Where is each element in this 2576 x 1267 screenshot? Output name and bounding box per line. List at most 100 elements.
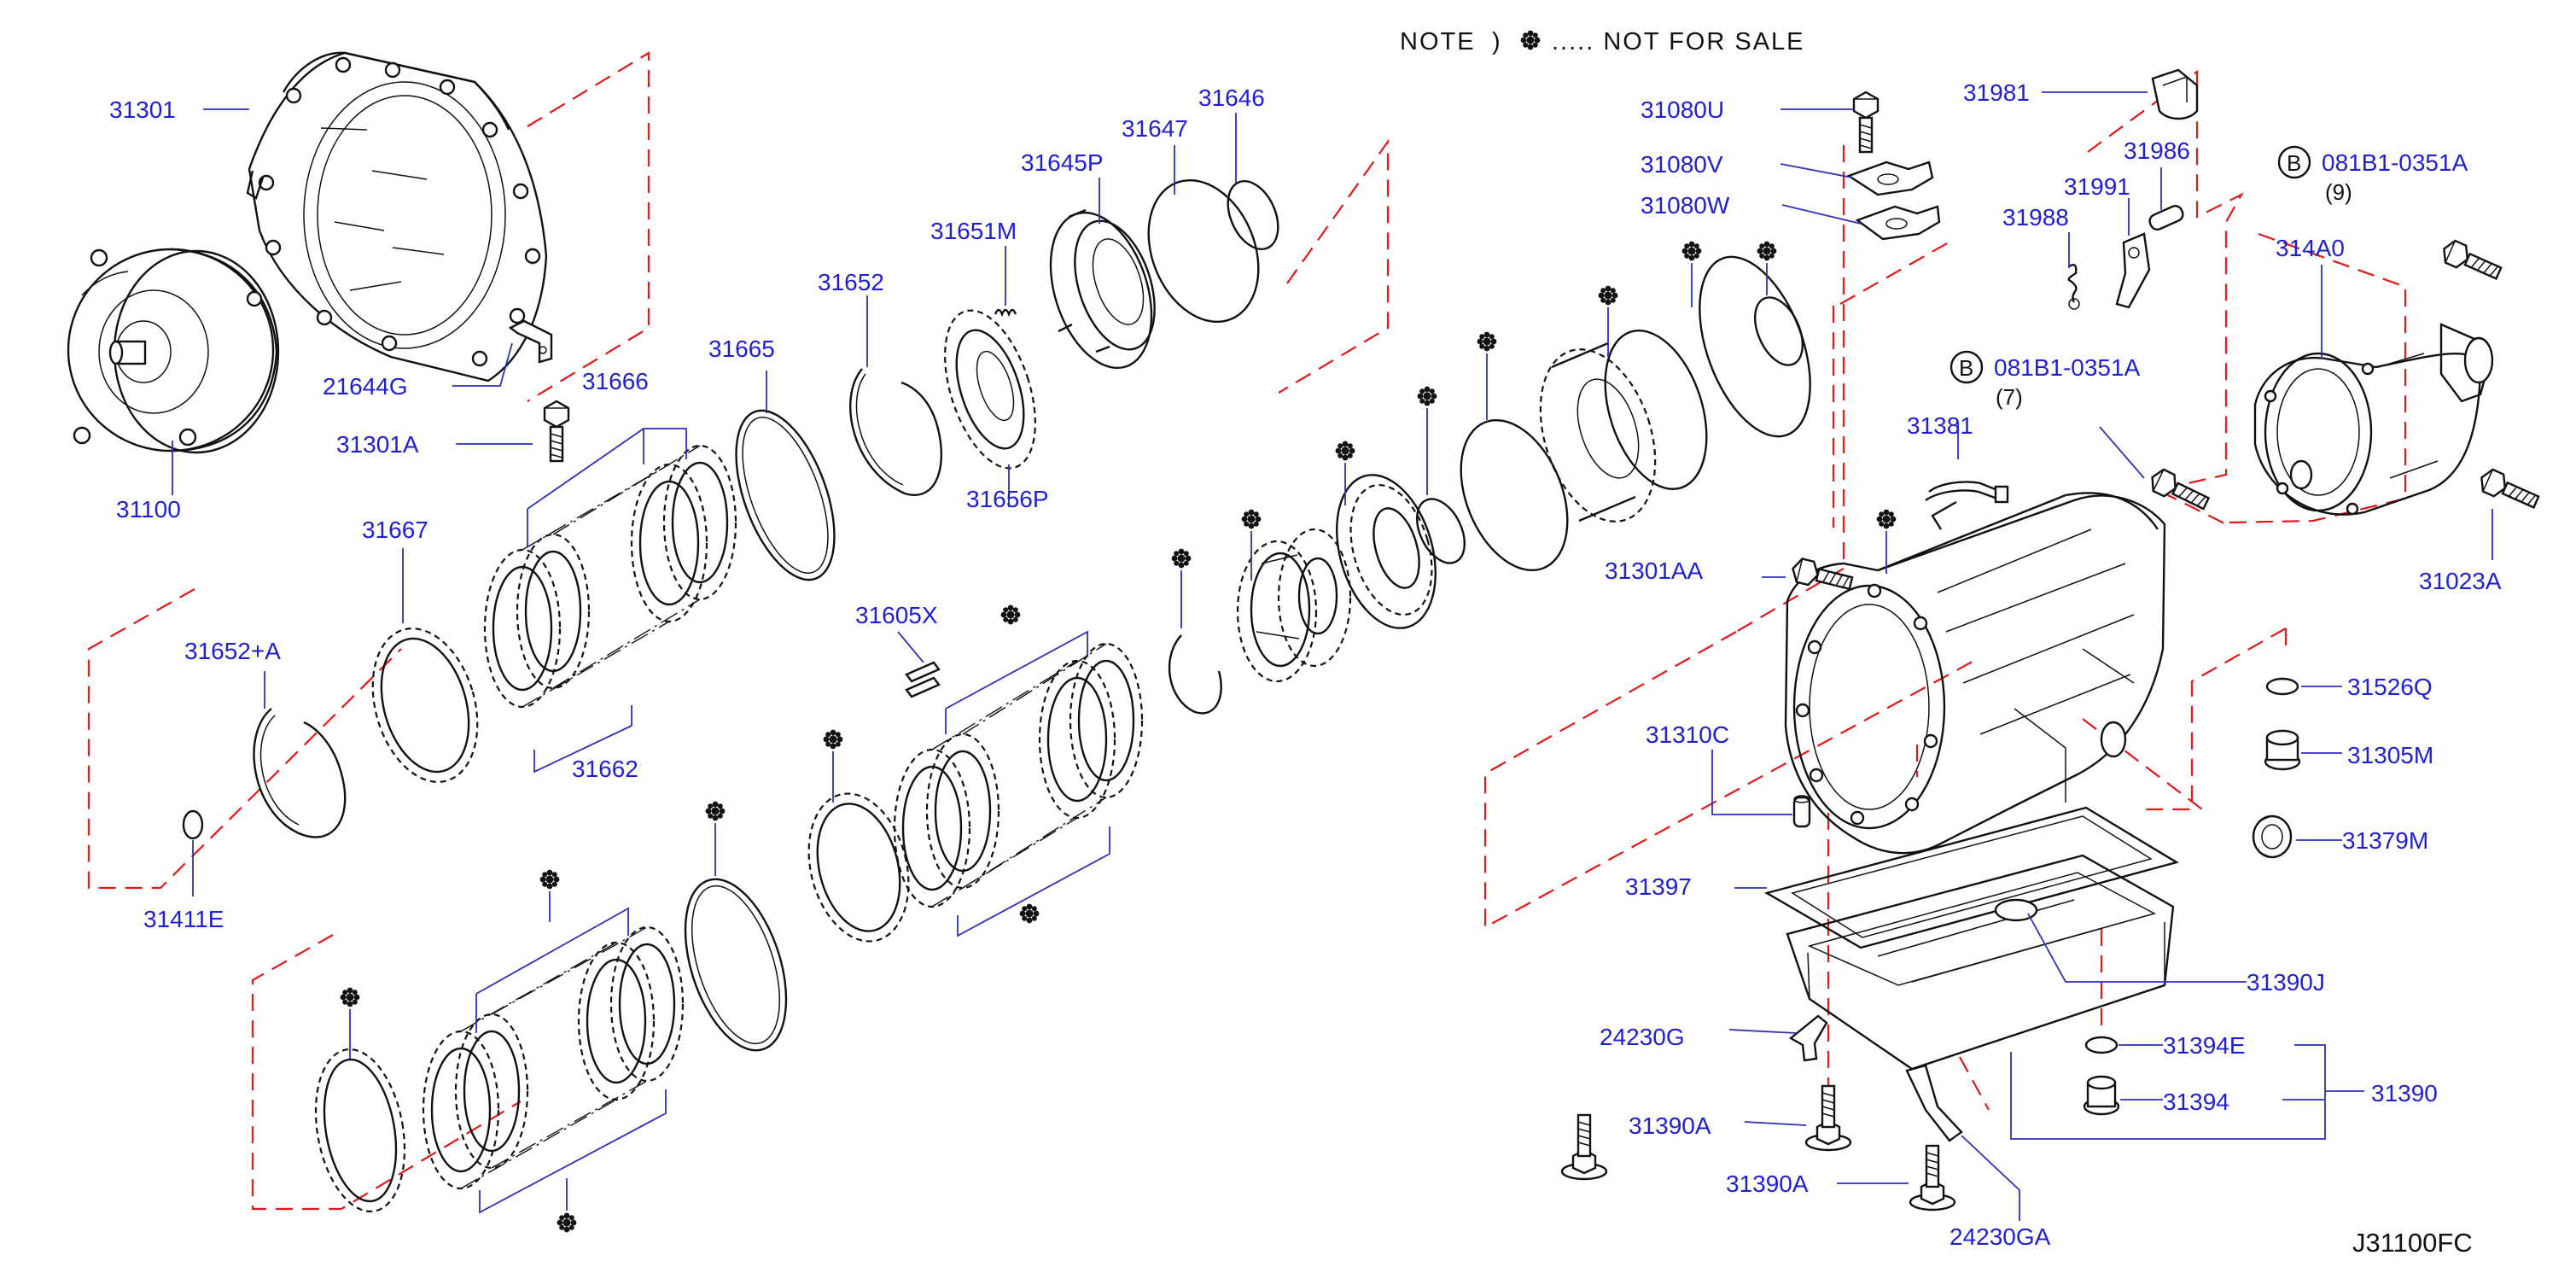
bracket-21644G xyxy=(508,319,553,364)
gasket-31394E xyxy=(2084,1036,2118,1054)
part-label-31394E: 31394E xyxy=(2163,1032,2246,1059)
clutch-pack-bottom xyxy=(422,925,685,1190)
nfs-star-icon xyxy=(1019,903,1040,924)
plate-middle-left xyxy=(807,792,910,943)
leader-bottom-bottom xyxy=(479,1089,667,1214)
nfs-star-icon xyxy=(823,729,843,750)
bolt-31301A-icon xyxy=(543,400,570,463)
part-label-31080U: 31080U xyxy=(1641,96,1724,123)
bolt-081B1-9-icon xyxy=(2438,236,2505,285)
part-label-31666: 31666 xyxy=(582,368,649,394)
drum-center xyxy=(1539,329,1708,523)
part-label-31645P: 31645P xyxy=(1021,149,1104,176)
gasket-31080W xyxy=(1855,205,1941,241)
nfs-star-icon xyxy=(1241,509,1262,529)
bolt-31390A-icon xyxy=(1804,1084,1852,1152)
seal-31379M xyxy=(2252,814,2293,859)
spring-31605X xyxy=(905,661,941,698)
nfs-star-icon xyxy=(539,869,560,890)
bolt-31080U-icon xyxy=(1852,90,1880,154)
nfs-star-icon xyxy=(1477,331,1497,352)
part-label-31652: 31652 xyxy=(818,269,884,295)
nfs-star-icon xyxy=(1876,509,1897,529)
o-ring-31526Q xyxy=(2265,677,2299,696)
extension-housing-314A0 xyxy=(2253,323,2494,516)
leader-31662 xyxy=(533,705,632,774)
part-label-31665: 31665 xyxy=(708,336,775,362)
bracket-24230G xyxy=(1788,1014,1828,1062)
bolt-31023A-icon xyxy=(2475,465,2543,514)
seal-ring-right-large xyxy=(1699,255,1811,438)
spring-31988 xyxy=(2067,264,2080,310)
nfs-star-icon xyxy=(1757,241,1777,261)
bolt-marker-9: B 081B1-0351A (9) xyxy=(2277,145,2468,205)
bolt-081B1-7-icon xyxy=(2146,465,2212,516)
note-prefix: NOTE xyxy=(1400,28,1476,55)
part-number-labels: 31301 31100 21644G 31301A 31666 31665 31… xyxy=(109,79,2502,1250)
part-label-31991: 31991 xyxy=(2064,173,2130,200)
part-label-31379M: 31379M xyxy=(2342,827,2428,854)
ball-31411E xyxy=(182,809,204,840)
part-label-31656P: 31656P xyxy=(966,486,1049,512)
nfs-star-icon xyxy=(1171,548,1192,569)
nfs-star-icon xyxy=(705,801,726,821)
part-label-31662: 31662 xyxy=(572,756,638,782)
leader-bottom-top xyxy=(475,907,629,1033)
part-label-31301AA: 31301AA xyxy=(1605,558,1704,584)
snap-ring-31652A xyxy=(253,708,347,838)
bolt-marker-part-number: 081B1-0351A xyxy=(2322,149,2468,176)
plug-31305M xyxy=(2264,729,2301,771)
nfs-star-icon xyxy=(1335,441,1355,461)
part-label-31390: 31390 xyxy=(2371,1080,2438,1106)
seal-ring-small-center xyxy=(1416,498,1466,564)
snap-ring-31665 xyxy=(735,409,836,581)
converter-housing-31301 xyxy=(246,51,548,382)
not-for-sale-note: NOTE ) ..... NOT FOR SALE xyxy=(1400,28,1804,55)
part-label-24230G: 24230G xyxy=(1600,1024,1685,1050)
part-label-31988: 31988 xyxy=(2002,204,2069,231)
diagram-code: J31100FC xyxy=(2352,1228,2473,1258)
bracket-24230GA xyxy=(1905,1064,1963,1142)
part-label-31310C: 31310C xyxy=(1646,721,1729,748)
seal-ring-large-center xyxy=(1460,418,1569,572)
piston-31645P xyxy=(1049,208,1156,370)
oil-pan-31390 xyxy=(1786,854,2175,1071)
bolt-marker-quantity: (7) xyxy=(1996,384,2023,410)
part-label-31526Q: 31526Q xyxy=(2347,674,2433,700)
bolt-marker-letter: B xyxy=(1959,355,1973,381)
leader-31666 xyxy=(527,428,687,546)
part-label-21644G: 21644G xyxy=(323,373,408,400)
breather-tube-31381 xyxy=(1925,481,2009,504)
bolt-marker-letter: B xyxy=(2287,150,2301,176)
part-label-31605X: 31605X xyxy=(855,602,938,628)
bolt-31390A-icon xyxy=(1560,1113,1608,1181)
bushing-31981 xyxy=(2151,68,2199,120)
part-label-314A0: 314A0 xyxy=(2276,235,2345,261)
transmission-case-31310 xyxy=(1784,492,2166,855)
nfs-star-icon xyxy=(1598,285,1618,306)
bolt-31390A-icon xyxy=(1909,1144,1956,1212)
part-label-31023A: 31023A xyxy=(2419,568,2502,594)
clutch-pack-middle xyxy=(893,642,1144,908)
lever-31991 xyxy=(2115,232,2151,309)
part-label-31390A: 31390A xyxy=(1726,1171,1809,1197)
planetary-gear-set xyxy=(1236,528,1352,683)
clutch-pack-31666-31662 xyxy=(483,444,737,709)
part-label-31651M: 31651M xyxy=(930,218,1017,244)
part-label-31981: 31981 xyxy=(1963,79,2030,106)
drain-plug-31394 xyxy=(2083,1075,2120,1116)
part-label-31080W: 31080W xyxy=(1641,192,1730,219)
part-label-31100: 31100 xyxy=(116,496,181,523)
plate-bottom-left xyxy=(314,1048,406,1213)
part-label-24230GA: 24230GA xyxy=(1949,1223,2051,1250)
torque-converter-31100 xyxy=(67,248,280,454)
note-paren: ) xyxy=(1492,28,1502,55)
leader-middle-top xyxy=(945,630,1088,734)
plate-31667 xyxy=(371,628,479,783)
part-label-31301: 31301 xyxy=(109,96,176,123)
bolt-marker-7: B 081B1-0351A (7) xyxy=(1949,350,2141,410)
part-label-31394: 31394 xyxy=(2163,1089,2229,1115)
nfs-star-icon xyxy=(1000,604,1021,625)
bolt-marker-quantity: (9) xyxy=(2325,179,2352,205)
part-label-31647: 31647 xyxy=(1122,115,1188,142)
